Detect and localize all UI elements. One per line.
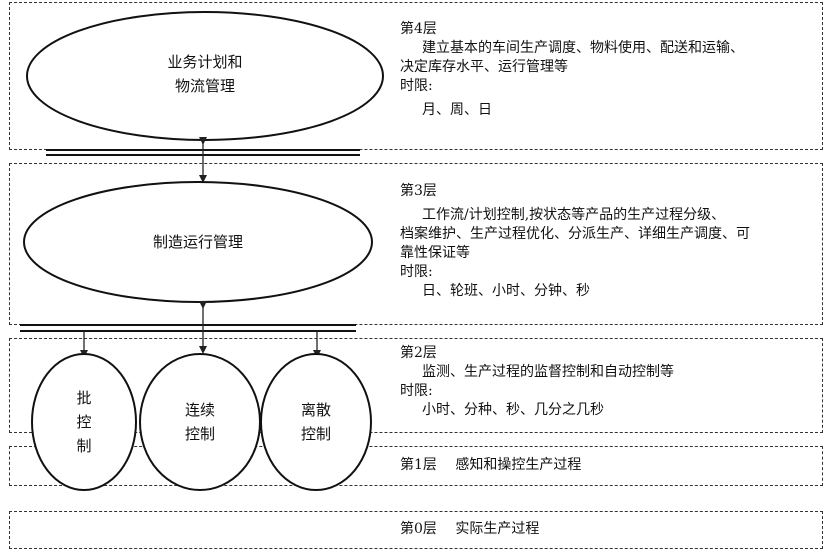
layer-0-box — [9, 511, 823, 549]
layer-4-time-value: 月、周、日 — [422, 102, 492, 118]
layer-4-box — [9, 2, 823, 150]
layer-1-title: 第1层 — [400, 457, 437, 473]
layer-3-time-value: 日、轮班、小时、分钟、秒 — [422, 283, 590, 299]
layer-3-desc-line1: 工作流/计划控制,按状态等产品的生产过程分级、 — [422, 207, 726, 223]
layer-2-time-label: 时限: — [400, 383, 433, 399]
discrete-control-label: 离散 控制 — [286, 398, 346, 446]
continuous-control-label: 连续 控制 — [170, 398, 230, 446]
layer-1-box — [9, 446, 823, 486]
continuous-line1: 连续 — [184, 401, 215, 419]
batch-control-label: 批 控 制 — [64, 386, 104, 458]
batch-line2: 控 — [76, 413, 92, 431]
layer-2-box — [9, 338, 823, 433]
continuous-line2: 控制 — [184, 425, 215, 443]
layer-1-desc: 感知和操控生产过程 — [455, 457, 582, 473]
layer-2-time-value: 小时、分种、秒、几分之几秒 — [422, 402, 604, 418]
layer-3-text: 第3层 工作流/计划控制,按状态等产品的生产过程分级、 档案维护、生产过程优化、… — [400, 182, 750, 301]
mom-text: 制造运行管理 — [152, 233, 243, 251]
batch-line3: 制 — [76, 437, 92, 455]
business-planning-line1: 业务计划和 — [167, 53, 243, 71]
layer-2-text: 第2层 监测、生产过程的监督控制和自动控制等 时限: 小时、分种、秒、几分之几秒 — [400, 344, 674, 420]
layer-0-title: 第0层 — [400, 521, 437, 537]
mom-label: 制造运行管理 — [98, 230, 298, 254]
layer-3-box — [9, 163, 823, 325]
mom-ellipse — [23, 181, 373, 303]
layer-1-text: 第1层 感知和操控生产过程 — [400, 456, 581, 475]
layer-4-text: 第4层 建立基本的车间生产调度、物料使用、配送和运输、 决定库存水平、运行管理等… — [400, 20, 744, 120]
layer-4-desc-line2: 决定库存水平、运行管理等 — [400, 59, 568, 75]
layer-3-title: 第3层 — [400, 183, 437, 199]
layer-4-desc-line1: 建立基本的车间生产调度、物料使用、配送和运输、 — [422, 40, 744, 56]
layer-2-title: 第2层 — [400, 345, 437, 361]
layer-2-desc-line1: 监测、生产过程的监督控制和自动控制等 — [422, 364, 674, 380]
layer-4-time-label: 时限: — [400, 78, 433, 94]
layer-3-desc-line3: 靠性保证等 — [400, 245, 470, 261]
layer-0-desc: 实际生产过程 — [455, 521, 540, 537]
discrete-line1: 离散 — [300, 401, 331, 419]
layer-3-time-label: 时限: — [400, 264, 433, 280]
batch-line1: 批 — [76, 389, 92, 407]
layer-4-title: 第4层 — [400, 21, 437, 37]
layer-3-desc-line2: 档案维护、生产过程优化、分派生产、详细生产调度、可 — [400, 226, 750, 242]
layer-0-text: 第0层 实际生产过程 — [400, 520, 539, 539]
discrete-line2: 控制 — [300, 425, 331, 443]
discrete-control-ellipse — [260, 353, 372, 491]
business-planning-line2: 物流管理 — [174, 77, 235, 95]
business-planning-label: 业务计划和 物流管理 — [100, 50, 310, 98]
batch-control-ellipse — [31, 353, 137, 491]
